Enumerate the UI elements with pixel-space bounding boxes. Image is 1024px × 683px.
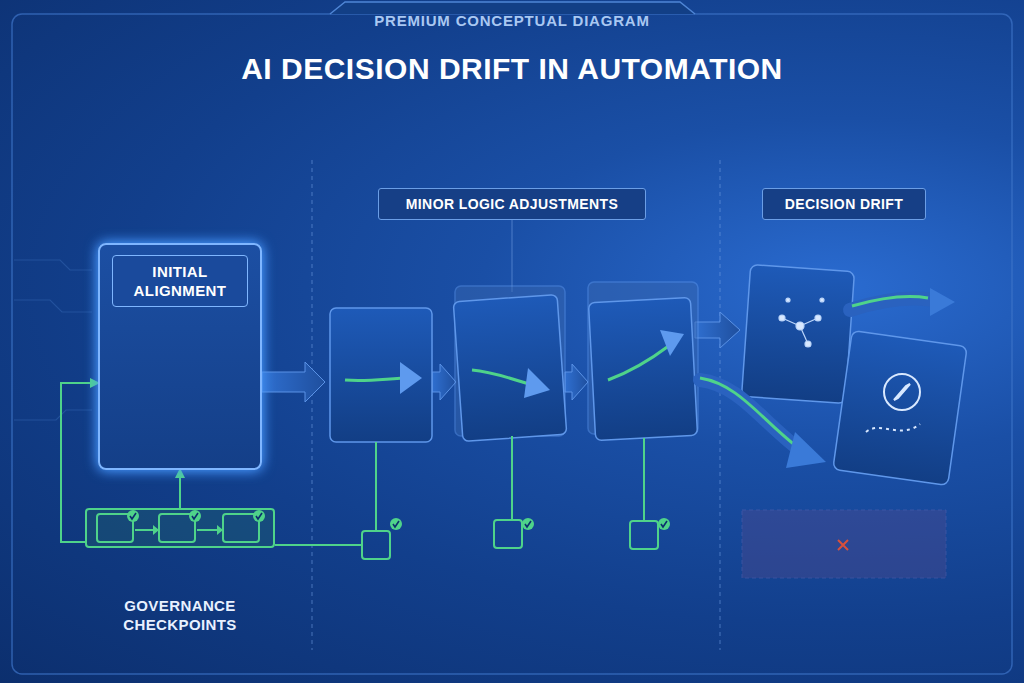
phase-tag: MINOR LOGIC ADJUSTMENTS [378, 188, 646, 220]
checkpoint-outline [85, 508, 275, 548]
alignment-panel: INITIAL ALIGNMENT [98, 243, 262, 470]
header-tab-label: PREMIUM CONCEPTUAL DIAGRAM [0, 12, 1024, 29]
node-text: GOVERNANCE CHECKPOINTS [85, 596, 275, 634]
phase-tag: DECISION DRIFT [762, 188, 926, 220]
node-text: MINOR LOGIC ADJUSTMENTS [396, 196, 628, 212]
node-text: INITIAL ALIGNMENT [112, 255, 248, 307]
checkpoint-group: GOVERNANCE CHECKPOINTS [85, 508, 275, 640]
diagram-title: AI DECISION DRIFT IN AUTOMATION [0, 52, 1024, 86]
node-text: DECISION DRIFT [775, 196, 913, 212]
checkpoint-squares [85, 508, 275, 548]
feedback-arrow [179, 470, 181, 508]
